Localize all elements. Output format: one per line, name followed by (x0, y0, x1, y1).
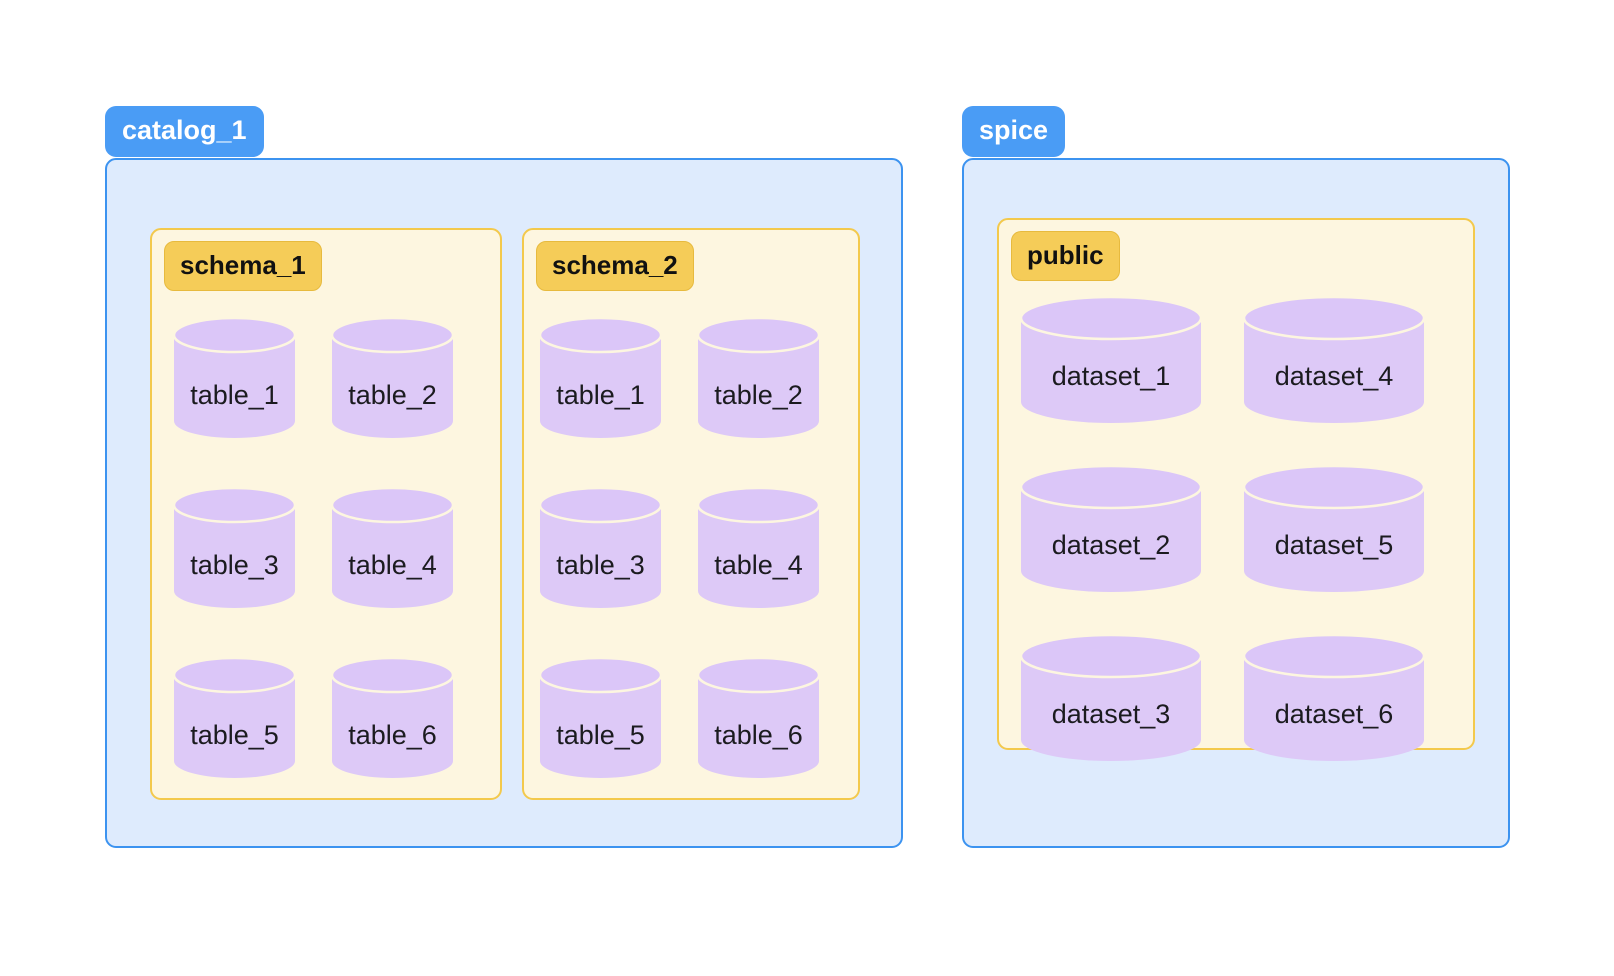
dataset-cylinder[interactable]: dataset_3 (1021, 635, 1201, 761)
group-catalog-1: catalog_1 schema_1 table_1 (105, 106, 905, 850)
cylinder-icon (540, 318, 661, 438)
table-label: table_4 (714, 550, 803, 580)
table-cylinder[interactable]: table_5 (174, 658, 295, 778)
table-cylinder[interactable]: table_1 (540, 318, 661, 438)
cylinder-icon (332, 318, 453, 438)
table-cylinder[interactable]: table_4 (698, 488, 819, 608)
table-cylinder[interactable]: table_6 (698, 658, 819, 778)
group-badge-spice[interactable]: spice (962, 106, 1066, 157)
cylinder-icon (1021, 466, 1201, 592)
cylinder-icon (1244, 466, 1424, 592)
table-cylinder[interactable]: table_4 (332, 488, 453, 608)
table-cylinder[interactable]: table_1 (174, 318, 295, 438)
table-label: table_5 (556, 720, 645, 750)
cylinder-icon (174, 318, 295, 438)
cylinder-icon (332, 658, 453, 778)
group-body-catalog-1: schema_1 table_1 table_2 (105, 158, 903, 848)
table-label: table_3 (556, 550, 645, 580)
dataset-cylinder[interactable]: dataset_1 (1021, 297, 1201, 423)
dataset-label: dataset_2 (1051, 530, 1171, 560)
cylinder-icon (698, 658, 819, 778)
table-cylinder[interactable]: table_6 (332, 658, 453, 778)
dataset-cylinder[interactable]: dataset_2 (1021, 466, 1201, 592)
cylinder-icon (174, 658, 295, 778)
cylinder-icon (540, 488, 661, 608)
dataset-cylinder[interactable]: dataset_5 (1244, 466, 1424, 592)
dataset-label: dataset_4 (1274, 361, 1394, 391)
dataset-cylinder[interactable]: dataset_6 (1244, 635, 1424, 761)
table-label: table_2 (714, 380, 803, 410)
table-cylinder[interactable]: table_5 (540, 658, 661, 778)
schema-badge-schema-2[interactable]: schema_2 (536, 241, 694, 291)
dataset-label: dataset_5 (1274, 530, 1394, 560)
dataset-label: dataset_3 (1051, 699, 1171, 729)
schema-badge-public[interactable]: public (1011, 231, 1120, 281)
schema-box-public: public dataset_1 dataset_4 (997, 218, 1475, 761)
dataset-cylinder[interactable]: dataset_4 (1244, 297, 1424, 423)
cylinder-icon (1244, 635, 1424, 761)
cylinder-icon (698, 488, 819, 608)
cylinder-icon (1021, 297, 1201, 423)
cylinder-icon (1244, 297, 1424, 423)
table-label: table_6 (714, 720, 803, 750)
table-cylinder[interactable]: table_3 (540, 488, 661, 608)
table-label: table_4 (348, 550, 437, 580)
schema-box-schema-2: schema_2 table_1 table_2 (522, 228, 860, 800)
table-cylinder[interactable]: table_2 (698, 318, 819, 438)
cylinder-icon (332, 488, 453, 608)
table-label: table_3 (190, 550, 279, 580)
dataset-label: dataset_6 (1274, 699, 1394, 729)
schema-box-schema-1: schema_1 table_1 table_2 (150, 228, 502, 800)
table-label: table_5 (190, 720, 279, 750)
cylinder-icon (698, 318, 819, 438)
group-spice: spice public dataset_1 (962, 106, 1512, 850)
group-body-spice: public dataset_1 dataset_4 (962, 158, 1510, 848)
table-label: table_1 (190, 380, 279, 410)
table-label: table_1 (556, 380, 645, 410)
group-badge-catalog-1[interactable]: catalog_1 (105, 106, 264, 157)
dataset-label: dataset_1 (1051, 361, 1171, 391)
table-cylinder[interactable]: table_3 (174, 488, 295, 608)
cylinder-icon (1021, 635, 1201, 761)
cylinder-icon (540, 658, 661, 778)
table-label: table_6 (348, 720, 437, 750)
schema-badge-schema-1[interactable]: schema_1 (164, 241, 322, 291)
cylinder-icon (174, 488, 295, 608)
table-cylinder[interactable]: table_2 (332, 318, 453, 438)
table-label: table_2 (348, 380, 437, 410)
